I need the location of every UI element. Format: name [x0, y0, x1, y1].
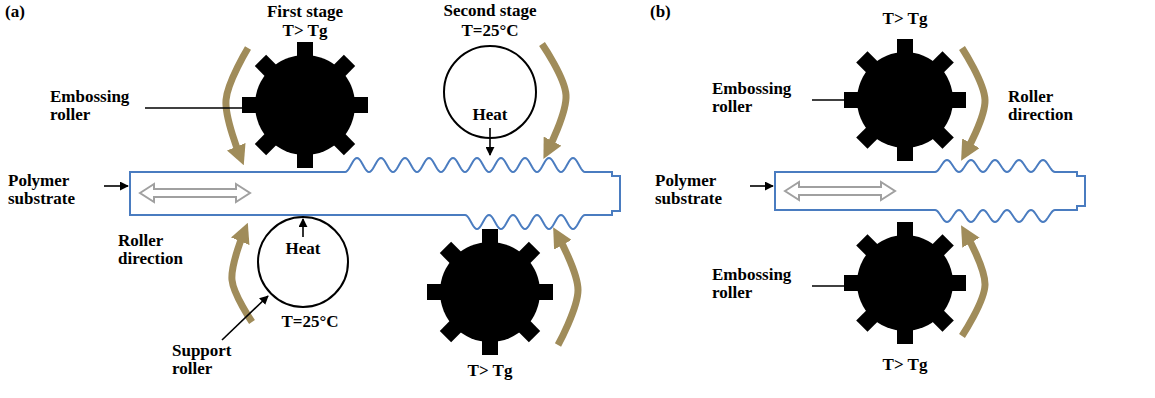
part-label: Polymer substrate: [655, 172, 747, 209]
second-stage-roller: [444, 46, 536, 138]
temperature-label: T> Tg: [870, 10, 940, 28]
support-roller: [258, 217, 348, 307]
part-label: Embossing roller: [712, 266, 810, 303]
temperature-label: T=25°C: [270, 313, 350, 331]
embossing-roller: [427, 229, 553, 355]
rotation-arrow: [232, 232, 252, 322]
leader-arrow: [104, 185, 128, 187]
rotation-arrow: [542, 44, 566, 150]
temperature-label: T=25°C: [445, 22, 535, 40]
panel-label: (a): [5, 3, 45, 21]
embossing-roller: [242, 42, 368, 168]
leader-arrow: [302, 219, 304, 237]
leader-arrow: [489, 128, 491, 155]
leader-arrow: [222, 296, 268, 340]
direction-label: Roller direction: [1008, 88, 1103, 125]
part-label: Support roller: [172, 342, 252, 379]
part-label: Embossing roller: [50, 88, 145, 125]
part-label: Polymer substrate: [8, 172, 100, 209]
rotation-arrow: [226, 48, 248, 156]
direction-label: Roller direction: [118, 232, 210, 269]
feed-direction-arrow: [140, 184, 250, 202]
temperature-label: T> Tg: [270, 22, 340, 40]
temperature-label: T> Tg: [455, 362, 525, 380]
embossing-roller: [844, 39, 966, 161]
embossing-roller: [844, 222, 966, 344]
leader-arrow: [145, 107, 252, 109]
temperature-label: T> Tg: [870, 356, 940, 374]
stage-label: First stage: [245, 3, 365, 21]
rotation-arrow: [962, 48, 985, 152]
leader-arrow: [750, 185, 773, 187]
panel-label: (b): [650, 3, 690, 21]
polymer-substrate: [130, 158, 620, 229]
leader-arrow: [812, 285, 854, 287]
rotation-arrow: [962, 234, 985, 336]
feed-direction-arrow: [785, 182, 895, 200]
heat-label: Heat: [465, 106, 515, 124]
part-label: Embossing roller: [712, 80, 810, 117]
polymer-substrate: [775, 160, 1085, 222]
leader-arrow: [812, 99, 854, 101]
heat-label: Heat: [278, 240, 328, 258]
rotation-arrow: [558, 236, 578, 345]
stage-label: Second stage: [425, 2, 555, 20]
